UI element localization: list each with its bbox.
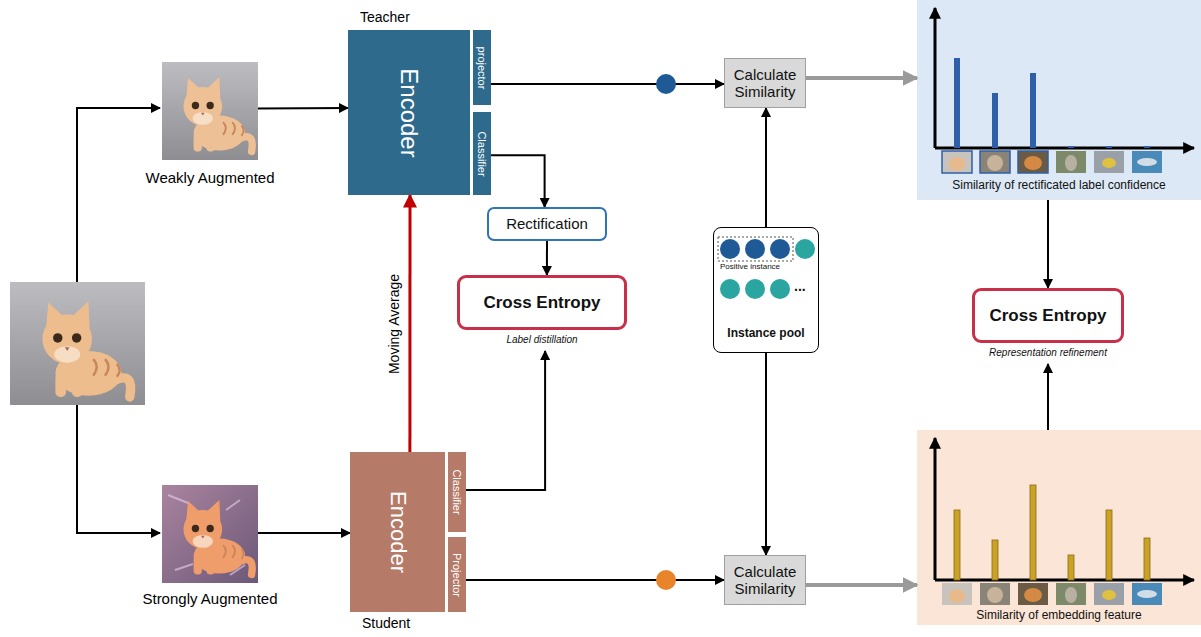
photo-ground [10,282,145,405]
chart-caption: Similarity of rectificated label confide… [917,178,1201,192]
photo-ground [162,62,258,160]
connector [806,76,917,80]
loss-box: Cross EntropyRepresentation refinement [972,288,1124,364]
loss-title: Cross Entropy [989,306,1106,326]
chart-axes [935,8,1194,580]
role-label: Teacher [360,9,410,25]
instance-dots [718,237,815,299]
student-feature [656,570,676,590]
box-label: Calculate Similarity [725,563,805,598]
loss-note: Representation refinement [972,347,1124,358]
classifier-head: Classifier [473,112,491,195]
pool-ellipsis: ... [794,278,806,294]
pool-title: Instance pool [714,326,818,340]
similarity-bars [954,58,1150,148]
process-box: Calculate Similarity [724,555,806,605]
connector [765,108,767,227]
box-label: Calculate Similarity [725,66,805,101]
process-box: Rectification [487,207,607,241]
photo-ground [162,485,258,583]
head-label: Projector [451,552,463,596]
encoder-box: EncoderStudent [350,452,445,612]
chart-panel: Similarity of embedding feature [917,430,1201,625]
classifier-head: Classifier [448,452,466,532]
head-label: Classifier [476,131,488,176]
similarity-bars [954,485,1150,580]
process-box: Calculate Similarity [724,58,806,108]
connector [806,583,917,587]
connector [408,195,411,452]
head-label: Classifier [451,469,463,514]
connector [1047,200,1049,288]
image-caption: Weakly Augmented [146,169,275,186]
chart-panel: Similarity of rectificated label confide… [917,0,1201,200]
loss-note: Label distillation [457,334,627,345]
image-frame: Strongly Augmented [162,485,258,583]
augment-wire [77,405,160,533]
head-label: projector [476,46,488,89]
thumbnail-row [942,151,1162,173]
connector [546,241,548,275]
cat-figure [42,301,130,397]
box-label: Rectification [503,215,591,232]
thumbnail-row [942,583,1162,605]
noise-stroke [168,495,245,575]
cat-figure [183,500,252,575]
connector [491,83,724,85]
connector [258,532,350,534]
encoder-label: Encoder [385,491,411,573]
encoder-label: Encoder [395,68,423,157]
pool-note: Positive instance [720,262,780,271]
loss-title: Cross Entropy [483,293,600,313]
encoder-box: EncoderTeacher [348,30,470,195]
source-image [10,282,145,405]
connector [765,353,767,555]
projector-head: Projector [448,537,466,612]
connector [466,351,545,490]
chart-ground [917,430,1201,625]
chart-ground [917,0,1201,200]
weak-image [162,62,258,160]
strong-image [162,485,258,583]
image-frame: Weakly Augmented [162,62,258,160]
role-label: Student [362,615,410,631]
connector [491,155,545,207]
augment-wire [77,108,160,282]
edge-label: Moving Average [386,273,402,373]
image-caption: Strongly Augmented [142,590,277,607]
chart-caption: Similarity of embedding feature [917,608,1201,622]
loss-outline: Cross Entropy [972,288,1124,343]
cat-figure [183,77,252,152]
connector [1047,364,1049,430]
loss-box: Cross EntropyLabel distillation [457,275,627,351]
projector-head: projector [473,30,491,105]
connector [258,107,348,109]
loss-outline: Cross Entropy [457,275,627,330]
connector [466,579,724,581]
teacher-feature [656,74,676,94]
instance-pool: Positive instance... Instance pool [713,227,819,353]
